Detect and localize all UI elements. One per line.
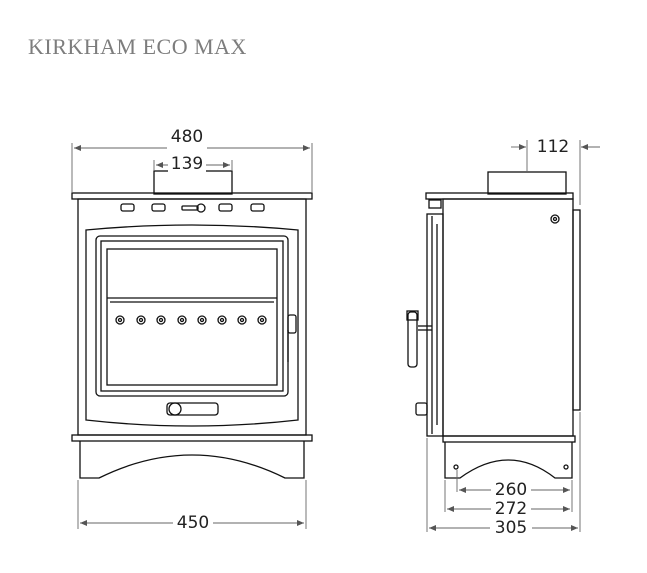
side-door-profile [426, 213, 444, 437]
side-flue-collar [487, 171, 567, 195]
side-air-control [415, 402, 428, 416]
front-airwash-holes [115, 315, 267, 325]
dim-label-305: 305 [495, 518, 527, 538]
front-door-frame [95, 235, 289, 397]
page-title: KIRKHAM ECO MAX [28, 34, 247, 59]
front-door-outline [85, 224, 299, 427]
dim-label-139: 139 [171, 154, 203, 174]
side-door-handle [406, 310, 432, 368]
dim-label-450: 450 [177, 513, 209, 533]
side-base-legs [444, 442, 573, 479]
front-door-glass [106, 248, 278, 386]
side-body [442, 198, 574, 437]
front-body [77, 198, 307, 436]
front-plinth [71, 434, 313, 442]
front-base-legs [79, 441, 305, 479]
front-air-control [166, 402, 219, 416]
side-plinth [442, 435, 576, 443]
dim-label-260: 260 [495, 480, 527, 500]
side-rear-panel [572, 209, 581, 411]
dim-label-272: 272 [495, 499, 527, 519]
dim-label-480: 480 [171, 127, 203, 147]
front-view [71, 170, 313, 479]
front-flue-collar [153, 170, 233, 195]
front-door-handle [287, 314, 297, 334]
dim-label-112: 112 [537, 137, 569, 157]
side-view [406, 171, 581, 479]
